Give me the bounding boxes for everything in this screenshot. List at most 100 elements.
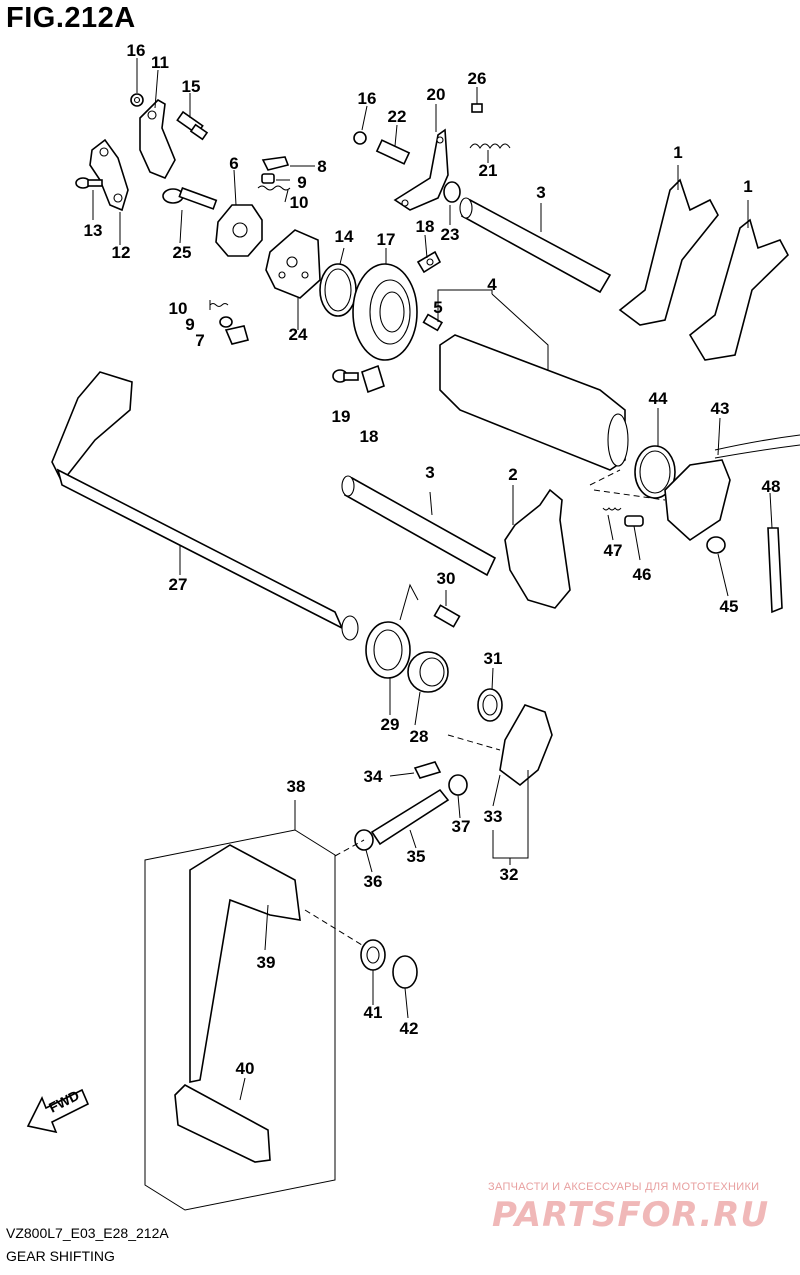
o-ring-44[interactable] bbox=[634, 445, 676, 499]
shift-fork-2[interactable] bbox=[504, 488, 571, 609]
washer-23[interactable] bbox=[443, 181, 461, 203]
callout-43: 43 bbox=[711, 399, 730, 418]
stopper-12[interactable] bbox=[89, 138, 129, 212]
callout-24: 24 bbox=[289, 325, 308, 344]
callout-37: 37 bbox=[452, 817, 471, 836]
callout-3-top: 3 bbox=[536, 183, 545, 202]
fork-shaft-3-top[interactable] bbox=[459, 197, 612, 294]
callout-10-top: 10 bbox=[290, 193, 309, 212]
callout-35: 35 bbox=[407, 847, 426, 866]
callout-45: 45 bbox=[720, 597, 739, 616]
callout-47: 47 bbox=[604, 541, 623, 560]
callout-34: 34 bbox=[364, 767, 383, 786]
callout-40: 40 bbox=[236, 1059, 255, 1078]
tie-rod-35[interactable] bbox=[370, 788, 450, 846]
cam-plate-24[interactable] bbox=[265, 229, 321, 299]
callout-38: 38 bbox=[287, 777, 306, 796]
leader-lines bbox=[92, 58, 773, 1101]
cam-driven-gear-6[interactable] bbox=[215, 204, 263, 257]
callout-3-bottom: 3 bbox=[425, 463, 434, 482]
pedal-rubber-40[interactable] bbox=[174, 1084, 271, 1163]
bolt-25[interactable] bbox=[162, 187, 218, 210]
spring-47[interactable] bbox=[602, 507, 622, 511]
model-code: VZ800L7_E03_E28_212A bbox=[6, 1225, 169, 1241]
callout-44: 44 bbox=[649, 389, 668, 408]
callout-26: 26 bbox=[468, 69, 487, 88]
callout-23: 23 bbox=[441, 225, 460, 244]
callout-19: 19 bbox=[332, 407, 351, 426]
callout-13: 13 bbox=[84, 221, 103, 240]
callout-5: 5 bbox=[433, 298, 442, 317]
callout-25: 25 bbox=[173, 243, 192, 262]
clamp-48[interactable] bbox=[767, 527, 783, 614]
spring-10-top[interactable] bbox=[257, 185, 291, 191]
collar-28[interactable] bbox=[407, 651, 449, 693]
washer-41[interactable] bbox=[360, 939, 386, 971]
circlip-42[interactable] bbox=[392, 955, 418, 989]
washer-18-top[interactable] bbox=[416, 250, 442, 274]
callout-16-middle: 16 bbox=[358, 89, 377, 108]
callout-32: 32 bbox=[500, 865, 519, 884]
washer-18-bottom[interactable] bbox=[361, 364, 385, 394]
callout-11: 11 bbox=[151, 53, 169, 72]
pawl-9-top[interactable] bbox=[261, 173, 275, 184]
screw-13[interactable] bbox=[75, 177, 103, 189]
bracket-20[interactable] bbox=[393, 128, 449, 211]
callout-7: 7 bbox=[195, 331, 204, 350]
figure-title: FIG.212A bbox=[6, 2, 136, 34]
pin-9-bottom[interactable] bbox=[219, 316, 233, 328]
callout-17: 17 bbox=[377, 230, 396, 249]
callout-14: 14 bbox=[335, 227, 354, 246]
bolt-22[interactable] bbox=[375, 139, 411, 165]
spring-21[interactable] bbox=[469, 143, 511, 149]
callout-28: 28 bbox=[410, 727, 429, 746]
callout-9-bottom: 9 bbox=[185, 315, 194, 334]
pin-46[interactable] bbox=[624, 515, 644, 527]
callout-18-bottom: 18 bbox=[360, 427, 379, 446]
pawl-lifter-8[interactable] bbox=[261, 156, 290, 171]
callout-41: 41 bbox=[364, 1003, 383, 1022]
callout-46: 46 bbox=[633, 565, 652, 584]
screw-45[interactable] bbox=[706, 536, 726, 554]
gear-position-switch-43[interactable] bbox=[664, 434, 800, 542]
callout-1-left: 1 bbox=[673, 143, 682, 162]
shift-fork-1-right[interactable] bbox=[688, 218, 789, 361]
gearshift-pedal-39[interactable] bbox=[189, 844, 301, 1083]
o-ring-14[interactable] bbox=[319, 263, 357, 317]
callout-8: 8 bbox=[317, 157, 326, 176]
stopper-plate-11[interactable] bbox=[139, 99, 176, 180]
nut-16-left[interactable] bbox=[130, 93, 144, 107]
callout-16-left: 16 bbox=[127, 41, 146, 60]
callout-42: 42 bbox=[400, 1019, 419, 1038]
nut-16-middle[interactable] bbox=[353, 131, 367, 145]
bearing-17[interactable] bbox=[352, 263, 418, 361]
callout-18-top: 18 bbox=[416, 217, 435, 236]
callout-9-top: 9 bbox=[297, 173, 306, 192]
callout-33: 33 bbox=[484, 807, 503, 826]
callout-12: 12 bbox=[112, 243, 131, 262]
fork-shaft-3-bottom[interactable] bbox=[341, 475, 497, 577]
bolt-30[interactable] bbox=[433, 604, 461, 628]
bolt-34[interactable] bbox=[413, 761, 442, 779]
stud-bolt-15[interactable] bbox=[176, 110, 209, 141]
shift-fork-1-left[interactable] bbox=[618, 178, 719, 326]
gearshift-arm-33[interactable] bbox=[499, 704, 553, 787]
callout-2: 2 bbox=[508, 465, 517, 484]
oil-seal-31[interactable] bbox=[477, 688, 503, 722]
spring-10-bottom[interactable] bbox=[209, 303, 229, 307]
return-spring-29[interactable] bbox=[365, 583, 419, 679]
section-name: GEAR SHIFTING bbox=[6, 1248, 115, 1264]
pin-5[interactable] bbox=[422, 313, 444, 332]
callout-30: 30 bbox=[437, 569, 456, 588]
bolt-19[interactable] bbox=[332, 369, 359, 383]
nut-37[interactable] bbox=[448, 774, 468, 796]
watermark-brand: PARTSFOR.RU bbox=[492, 1195, 770, 1235]
callout-48: 48 bbox=[762, 477, 781, 496]
pawl-7[interactable] bbox=[224, 325, 249, 345]
pin-26[interactable] bbox=[471, 103, 483, 113]
shift-cam-4[interactable] bbox=[439, 334, 629, 471]
callout-29: 29 bbox=[381, 715, 400, 734]
gearshift-shaft-27[interactable] bbox=[51, 371, 359, 641]
callout-22: 22 bbox=[388, 107, 407, 126]
callout-21: 21 bbox=[479, 161, 498, 180]
